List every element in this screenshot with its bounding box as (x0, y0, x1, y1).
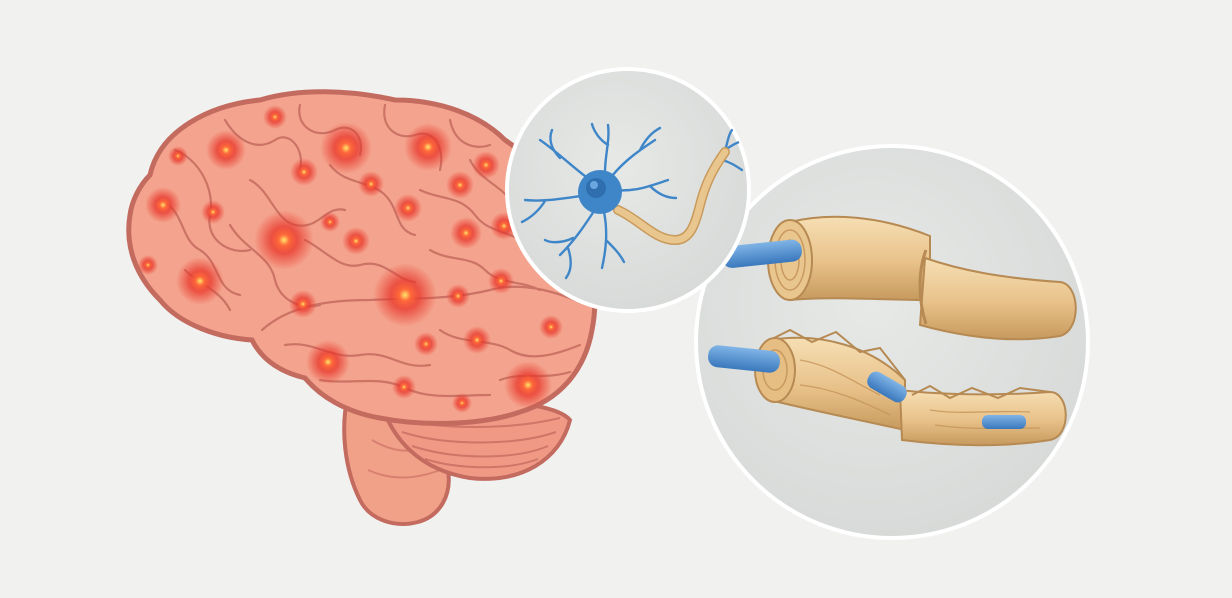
lesion-spot (289, 290, 317, 318)
lesion-spot (201, 200, 225, 224)
lesion-spot (206, 130, 246, 170)
lesion-spot (145, 187, 181, 223)
lesion-spot (168, 146, 188, 166)
lesion-spot (290, 158, 318, 186)
lesion-spot (254, 210, 314, 270)
exposed-axon (982, 415, 1026, 429)
lesion-spot (306, 340, 350, 384)
lesion-spot (414, 332, 438, 356)
lesion-spot (539, 315, 563, 339)
lesion-spot (373, 263, 437, 327)
lesion-spot (138, 255, 158, 275)
lesion-spot (404, 123, 452, 171)
lesion-spot (392, 375, 416, 399)
lesion-spot (446, 171, 474, 199)
lesion-spot (263, 105, 287, 129)
lesion-spot (472, 151, 500, 179)
lesion-spot (452, 393, 472, 413)
zoom-circle-large (696, 146, 1088, 538)
lesion-spot (446, 284, 470, 308)
lesion-spot (394, 194, 422, 222)
lesion-spot (320, 212, 340, 232)
lesion-spot (463, 326, 491, 354)
lesion-spot (176, 257, 224, 305)
neuron-icon (507, 69, 749, 311)
lesion-spot (450, 217, 482, 249)
lesion-spot (358, 171, 384, 197)
lesion-spot (488, 268, 514, 294)
lesion-spot (342, 227, 370, 255)
lesion-spot (320, 122, 372, 174)
lesion-spot (504, 361, 552, 409)
nerve-fiber-icon (696, 146, 1088, 538)
